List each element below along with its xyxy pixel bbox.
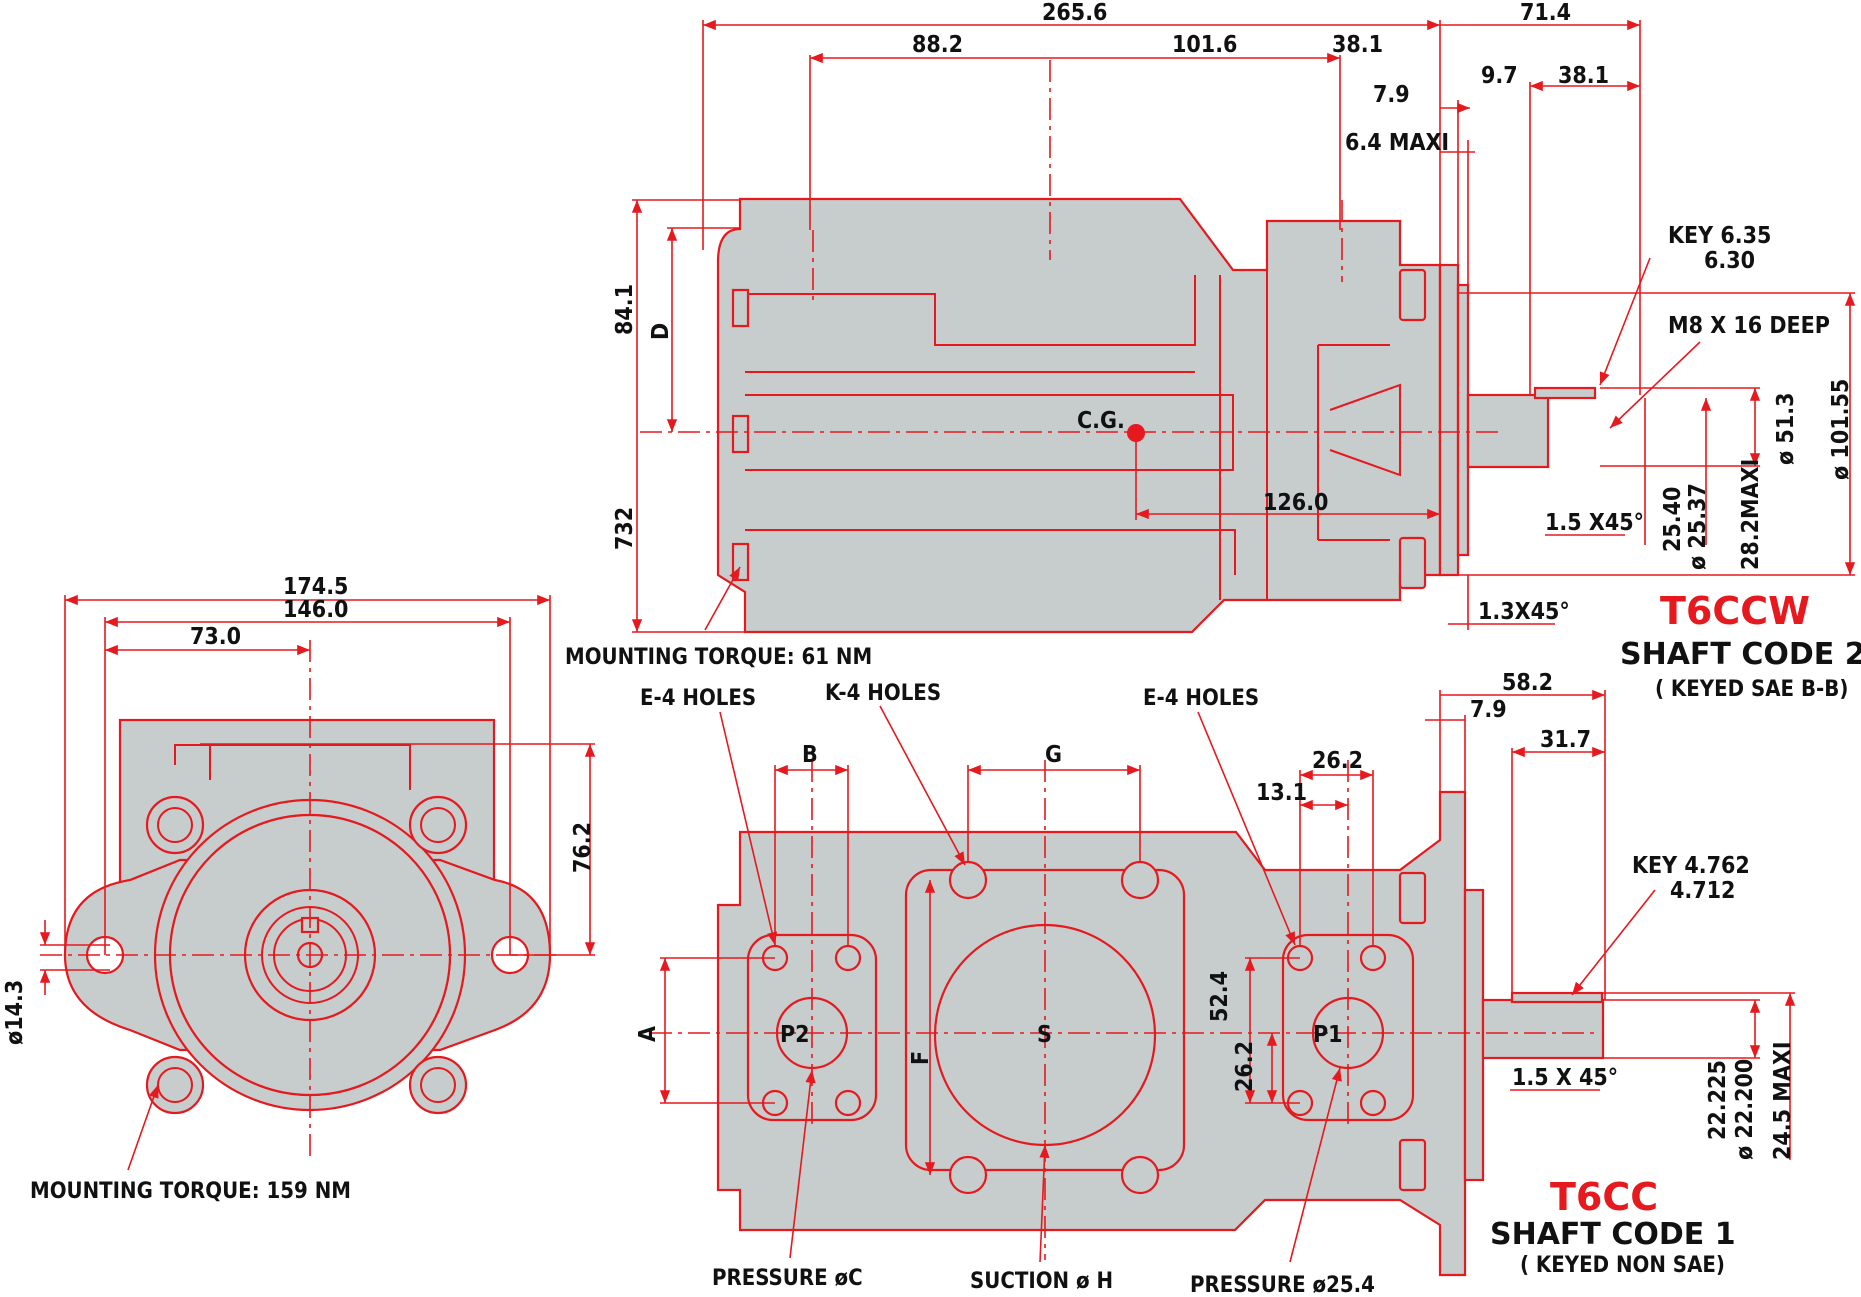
dim-1745: 174.5 xyxy=(283,574,348,600)
dim-22200: ø 22.200 xyxy=(1732,1059,1758,1160)
dim-79b: 7.9 xyxy=(1470,697,1507,723)
cg-label: C.G. xyxy=(1077,408,1125,434)
key-label-1: KEY 6.35 xyxy=(1668,223,1771,249)
top-torque: MOUNTING TORQUE: 61 NM xyxy=(565,645,872,670)
dim-381: 38.1 xyxy=(1332,32,1383,58)
dim-overall: 265.6 xyxy=(1042,0,1107,26)
bottom-view: P2 S P1 E-4 HOLES K-4 HOLES E-4 HOLES PR… xyxy=(635,670,1796,1297)
top-key xyxy=(1533,386,1597,400)
bottom-key xyxy=(1510,991,1604,1004)
top-title: T6CCW xyxy=(1660,589,1810,633)
bottom-shaft-type: ( KEYED NON SAE) xyxy=(1520,1253,1725,1278)
dim-146: 146.0 xyxy=(283,597,348,623)
key-b-2: 4.712 xyxy=(1670,878,1735,904)
top-shaft xyxy=(1466,393,1550,469)
callout-e4-left: E-4 HOLES xyxy=(640,686,756,711)
bottom-title: T6CC xyxy=(1550,1175,1658,1219)
top-shaft-type: ( KEYED SAE B-B) xyxy=(1655,677,1848,702)
port-p1: P1 xyxy=(1313,1022,1343,1048)
bottom-flange xyxy=(1463,888,1485,1182)
top-boss-2 xyxy=(1398,536,1427,590)
dim-79: 7.9 xyxy=(1373,82,1410,108)
dim-D: D xyxy=(648,323,674,340)
callout-suction: SUCTION ø H xyxy=(970,1269,1113,1294)
dim-F: F xyxy=(908,1051,934,1065)
left-torque: MOUNTING TORQUE: 159 NM xyxy=(30,1179,351,1204)
dim-22225: 22.225 xyxy=(1705,1060,1731,1140)
bottom-shaft xyxy=(1481,998,1605,1060)
cg-marker xyxy=(1127,424,1145,442)
dim-2540: 25.40 xyxy=(1660,487,1686,552)
left-bolts xyxy=(145,795,468,1115)
dim-131: 13.1 xyxy=(1256,780,1307,806)
dim-10155: ø 101.55 xyxy=(1828,379,1854,480)
dim-73: 73.0 xyxy=(190,624,241,650)
dim-381b: 38.1 xyxy=(1558,63,1609,89)
callout-pressure-c: PRESSURE øC xyxy=(712,1266,863,1291)
top-boss-1 xyxy=(1398,268,1427,322)
dim-524: 52.4 xyxy=(1207,971,1233,1022)
chamfer-top2: 1.3X45° xyxy=(1478,599,1570,625)
dim-B: B xyxy=(802,742,818,768)
tap-label: M8 X 16 DEEP xyxy=(1668,313,1830,339)
bottom-boss-2 xyxy=(1398,1138,1427,1192)
top-shaft-code: SHAFT CODE 2 xyxy=(1620,637,1861,672)
top-bolt-2 xyxy=(731,414,750,454)
dim-A: A xyxy=(635,1026,661,1042)
dim-2537: ø 25.37 xyxy=(1685,483,1711,570)
dim-732: 732 xyxy=(612,507,638,550)
callout-k4: K-4 HOLES xyxy=(825,681,941,706)
key-label-2: 6.30 xyxy=(1704,248,1755,274)
bottom-boss-1 xyxy=(1398,871,1427,925)
top-flange-lip xyxy=(1456,283,1470,557)
key-b-1: KEY 4.762 xyxy=(1632,853,1750,879)
top-flange xyxy=(1438,263,1460,577)
dim-882: 88.2 xyxy=(912,32,963,58)
dim-582: 58.2 xyxy=(1502,670,1553,696)
dim-1260: 126.0 xyxy=(1263,490,1328,516)
port-s: S xyxy=(1037,1022,1052,1048)
dim-245: 24.5 MAXI xyxy=(1770,1041,1796,1160)
port-p2: P2 xyxy=(780,1022,810,1048)
dim-282: 28.2MAXI xyxy=(1738,459,1764,570)
chamfer-bottom: 1.5 X 45° xyxy=(1512,1065,1618,1091)
dim-143: ø14.3 xyxy=(2,980,28,1045)
dim-262b: 26.2 xyxy=(1232,1041,1258,1092)
dim-1016: 101.6 xyxy=(1172,32,1237,58)
dim-317: 31.7 xyxy=(1540,727,1591,753)
top-bolt-1 xyxy=(731,288,750,328)
left-view: 174.5 146.0 73.0 76.2 ø14.3 MOUNTING TOR… xyxy=(2,574,596,1204)
dim-513: ø 51.3 xyxy=(1773,393,1799,465)
callout-e4-right: E-4 HOLES xyxy=(1143,686,1259,711)
dim-right: 71.4 xyxy=(1520,0,1571,26)
chamfer-top: 1.5 X45° xyxy=(1545,510,1644,536)
callout-pressure-254: PRESSURE ø25.4 xyxy=(1190,1273,1375,1297)
dim-262: 26.2 xyxy=(1312,748,1363,774)
dim-841: 84.1 xyxy=(612,284,638,335)
top-view: C.G. 265.6 71.4 88.2 101.6 38.1 7.9 9.7 … xyxy=(565,0,1861,702)
bottom-shaft-code: SHAFT CODE 1 xyxy=(1490,1217,1736,1252)
dim-64: 6.4 MAXI xyxy=(1345,130,1449,156)
dim-G: G xyxy=(1045,742,1062,768)
dim-97: 9.7 xyxy=(1481,63,1518,89)
dim-762: 76.2 xyxy=(570,822,596,873)
top-pump-body xyxy=(716,197,1442,634)
